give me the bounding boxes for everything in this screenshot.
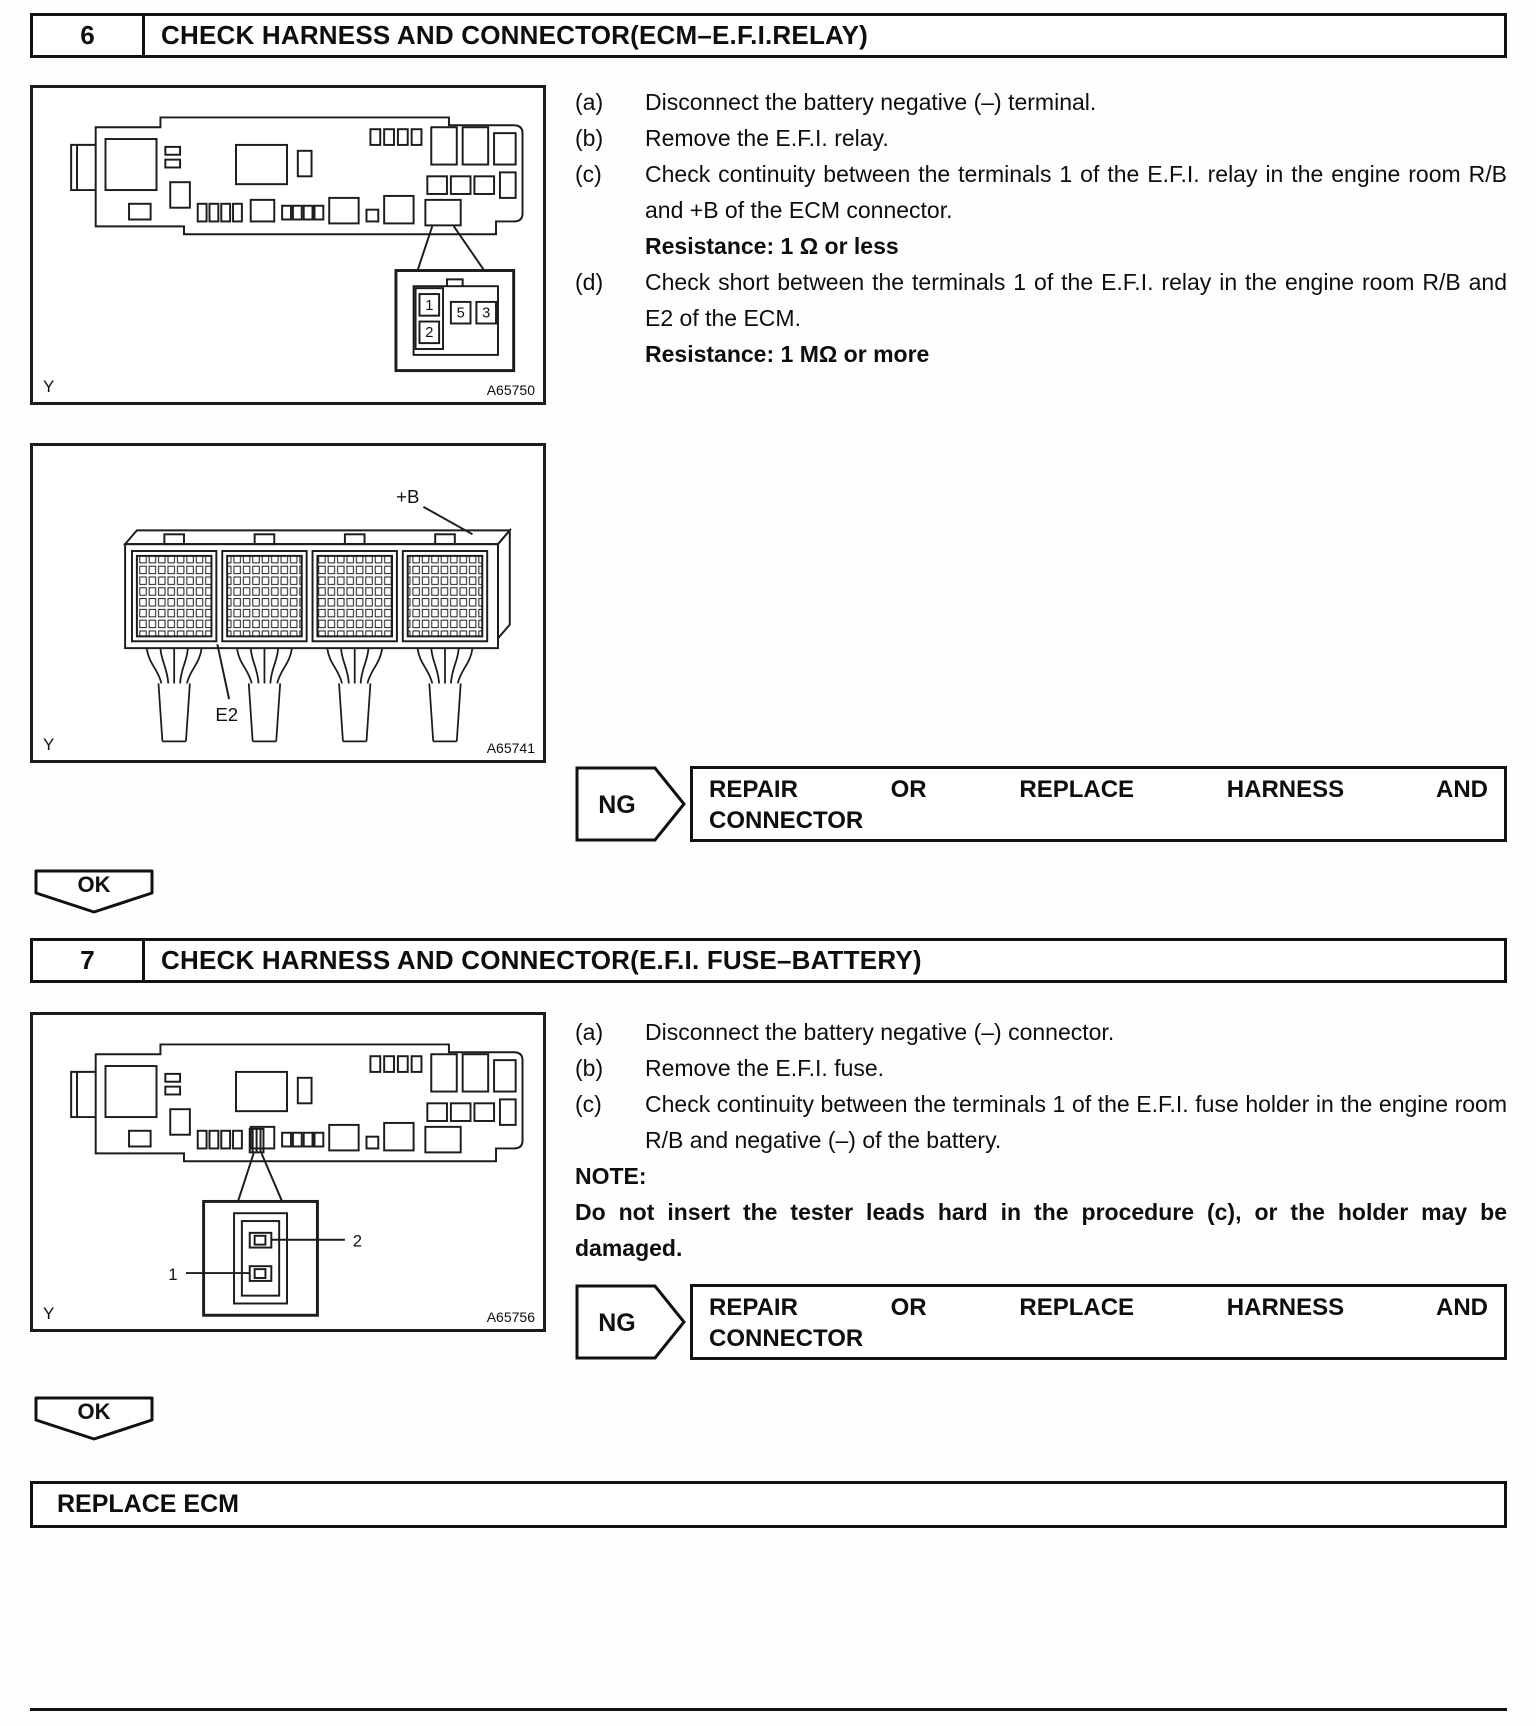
- instruction-item: (b) Remove the E.F.I. fuse.: [575, 1050, 1507, 1086]
- step6-header: 6 CHECK HARNESS AND CONNECTOR(ECM–E.F.I.…: [30, 13, 1507, 58]
- step6-instructions: (a) Disconnect the battery negative (–) …: [575, 84, 1507, 372]
- efi-fuse-location-drawing: 2 1: [70, 1043, 524, 1317]
- ng-action-line2: CONNECTOR: [709, 807, 864, 834]
- step6-ok-banner: OK: [34, 869, 154, 914]
- terminal-1-label: 1: [425, 298, 433, 314]
- figure-corner-label: Y: [43, 1304, 55, 1323]
- item-marker: (a): [575, 1019, 604, 1045]
- item-marker: (b): [575, 125, 604, 151]
- instruction-item: (d) Check short between the terminals 1 …: [575, 264, 1507, 336]
- replace-ecm-label: REPLACE ECM: [57, 1490, 239, 1518]
- figure-corner-label: Y: [43, 735, 55, 754]
- item-text: Remove the E.F.I. relay.: [645, 125, 889, 151]
- terminal-2-label: 2: [425, 325, 433, 341]
- terminal-5-label: 5: [457, 306, 465, 322]
- instruction-item: (c) Check continuity between the termina…: [575, 1086, 1507, 1158]
- fuse-callout-1-label: 1: [168, 1265, 177, 1284]
- step6-number: 6: [33, 16, 145, 55]
- item-text: Check short between the terminals 1 of t…: [645, 269, 1507, 331]
- step7-number: 7: [33, 941, 145, 980]
- ng-arrow-shape: NG: [575, 766, 686, 842]
- figure-code: A65750: [486, 382, 535, 398]
- figure-ecm-connector: +B E2 Y A65741: [30, 443, 546, 763]
- resistance-spec: Resistance: 1 Ω or less: [645, 233, 899, 259]
- item-marker: (c): [575, 1091, 602, 1117]
- plus-b-terminal-label: +B: [396, 486, 419, 507]
- note-label: NOTE:: [575, 1163, 647, 1189]
- ecm-connector-body: [122, 527, 512, 650]
- e2-terminal-label: E2: [215, 704, 238, 725]
- instruction-item: (c) Check continuity between the termina…: [575, 156, 1507, 228]
- item-text: Disconnect the battery negative (–) term…: [645, 89, 1097, 115]
- item-marker: (c): [575, 161, 602, 187]
- plus-b-leader-line: [422, 505, 473, 536]
- figure-code: A65741: [486, 740, 535, 756]
- ng-action-line1: REPAIR OR REPLACE HARNESS AND: [709, 776, 1488, 803]
- wire-bundles: [145, 648, 474, 743]
- replace-ecm-box: REPLACE ECM: [30, 1481, 1507, 1528]
- ng-label: NG: [598, 791, 636, 819]
- step6-title: CHECK HARNESS AND CONNECTOR(ECM–E.F.I.RE…: [161, 20, 869, 50]
- page-bottom-rule: [30, 1708, 1507, 1711]
- item-marker: (b): [575, 1055, 604, 1081]
- figure-corner-label: Y: [43, 377, 55, 396]
- relay-terminal-labels: 1 2 5 3: [425, 298, 490, 341]
- e2-leader-line: [216, 644, 231, 700]
- relay-connector-callout: [394, 225, 516, 373]
- fuse-callout-2-label: 2: [353, 1232, 362, 1251]
- figure-code: A65756: [486, 1309, 535, 1325]
- ng-action-box: REPAIR OR REPLACE HARNESS AND CONNECTOR: [690, 1284, 1507, 1360]
- figure-efi-fuse-location: 2 1 Y A65756: [30, 1012, 546, 1332]
- ng-action-line2: CONNECTOR: [709, 1325, 864, 1352]
- step6-ng-row: NG REPAIR OR REPLACE HARNESS AND CONNECT…: [575, 766, 1507, 842]
- ok-label: OK: [78, 1399, 111, 1424]
- efi-relay-location-drawing: 1 2 5 3: [70, 116, 524, 373]
- resistance-spec: Resistance: 1 MΩ or more: [645, 341, 930, 367]
- fuse-holder-callout: [185, 1127, 345, 1317]
- instruction-item: (a) Disconnect the battery negative (–) …: [575, 1014, 1507, 1050]
- item-text: Check continuity between the terminals 1…: [645, 161, 1507, 223]
- item-marker: (d): [575, 269, 604, 295]
- terminal-3-label: 3: [482, 306, 490, 322]
- ng-action-line1: REPAIR OR REPLACE HARNESS AND: [709, 1294, 1488, 1321]
- figure-efi-relay-location: 1 2 5 3 Y A65750: [30, 85, 546, 405]
- step7-ng-row: NG REPAIR OR REPLACE HARNESS AND CONNECT…: [575, 1284, 1507, 1360]
- instruction-item: (b) Remove the E.F.I. relay.: [575, 120, 1507, 156]
- instruction-item: (a) Disconnect the battery negative (–) …: [575, 84, 1507, 120]
- step7-ok-banner: OK: [34, 1396, 154, 1441]
- step7-title: CHECK HARNESS AND CONNECTOR(E.F.I. FUSE–…: [161, 945, 922, 975]
- item-text: Check continuity between the terminals 1…: [645, 1091, 1507, 1153]
- note-text: Do not insert the tester leads hard in t…: [575, 1199, 1507, 1261]
- ng-label: NG: [598, 1309, 636, 1337]
- step7-header: 7 CHECK HARNESS AND CONNECTOR(E.F.I. FUS…: [30, 938, 1507, 983]
- item-marker: (a): [575, 89, 604, 115]
- item-text: Remove the E.F.I. fuse.: [645, 1055, 885, 1081]
- item-text: Disconnect the battery negative (–) conn…: [645, 1019, 1115, 1045]
- step7-instructions: (a) Disconnect the battery negative (–) …: [575, 1014, 1507, 1266]
- ng-action-box: REPAIR OR REPLACE HARNESS AND CONNECTOR: [690, 766, 1507, 842]
- ok-label: OK: [78, 872, 111, 897]
- ecm-connector-drawing: +B E2: [122, 486, 512, 743]
- ng-arrow-shape: NG: [575, 1284, 686, 1360]
